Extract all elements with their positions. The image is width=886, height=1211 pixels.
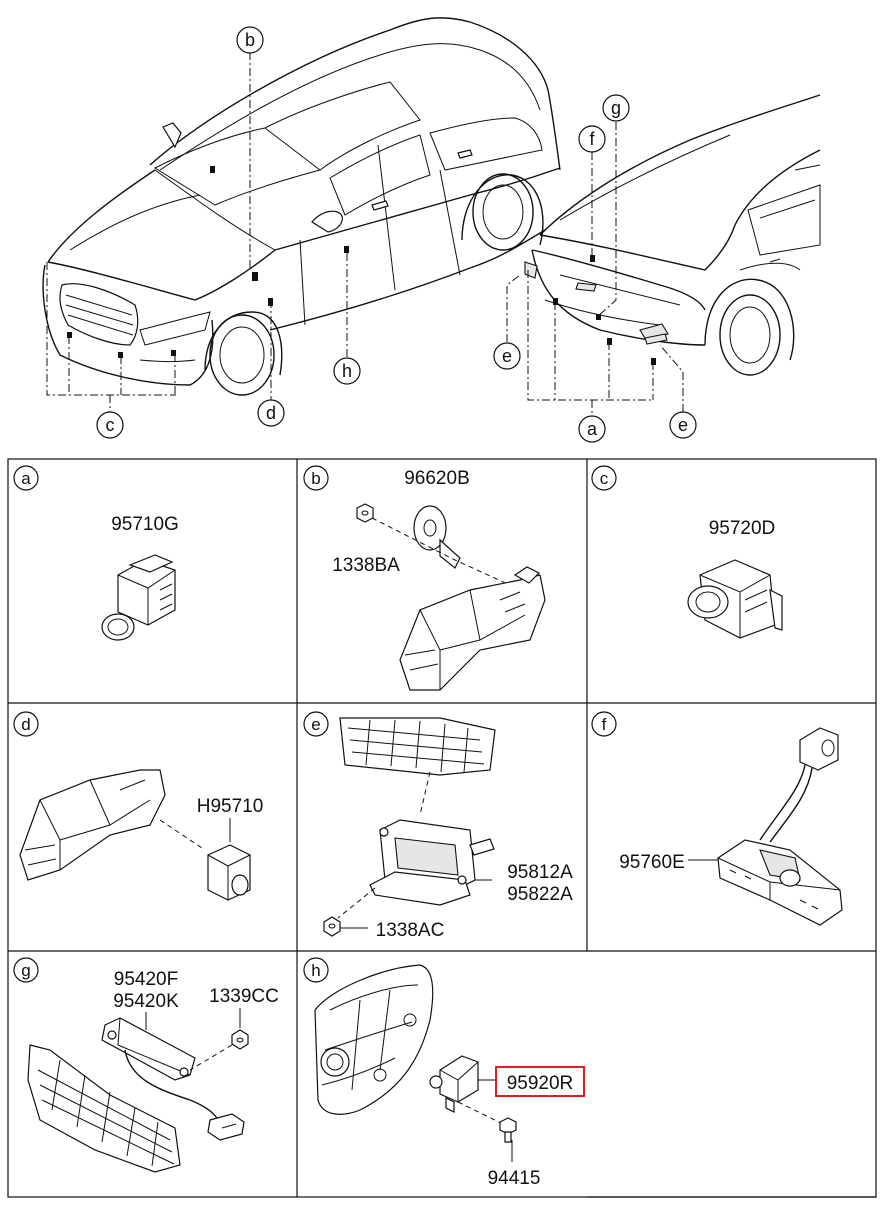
cell-c: c 95720D — [591, 465, 783, 639]
part-label-94415: 94415 — [488, 1168, 541, 1189]
callout-g: g — [611, 98, 621, 118]
part-label-1339CC: 1339CC — [209, 986, 279, 1007]
cell-letter-d: d — [21, 715, 30, 734]
grille-g-icon — [27, 1044, 181, 1173]
part-label-95720D: 95720D — [709, 518, 776, 539]
connector-g-icon — [207, 1113, 245, 1141]
highlight-box-95920R — [495, 1066, 585, 1097]
front-car-illustration — [42, 17, 561, 412]
horn-icon — [413, 505, 461, 569]
callout-f: f — [589, 129, 595, 149]
front-callouts: b c d h — [96, 26, 361, 439]
part-label-95822A: 95822A — [507, 884, 573, 905]
cell-letter-b: b — [311, 469, 320, 488]
part-label-95760E: 95760E — [619, 852, 685, 873]
nut-g-icon — [231, 1029, 249, 1050]
cell-g: g 95420F 95420K 1339CC — [13, 957, 279, 1173]
cell-letter-c: c — [600, 469, 609, 488]
callout-d: d — [266, 403, 276, 423]
crash-sensor-icon — [429, 1055, 479, 1113]
callout-e-left: e — [502, 346, 512, 366]
callout-b: b — [245, 30, 255, 50]
cell-h: h 95920R 94415 — [303, 957, 585, 1189]
cell-a: a 95710G — [13, 465, 179, 641]
rear-callouts: g f e a e — [493, 94, 697, 443]
part-label-H95710: H95710 — [197, 796, 264, 817]
part-label-95920R: 95920R — [507, 1073, 574, 1094]
part-label-95420K: 95420K — [113, 991, 179, 1012]
bracket-frame-d-icon — [19, 769, 166, 881]
part-label-95710G: 95710G — [111, 514, 179, 535]
bracket-frame-b-icon — [399, 566, 546, 691]
part-label-1338AC: 1338AC — [376, 920, 445, 941]
parking-sensor-c-icon — [687, 559, 783, 639]
cell-letter-a: a — [21, 469, 31, 488]
cell-f: f 95760E — [591, 711, 843, 926]
callout-e-right: e — [678, 415, 688, 435]
cell-letter-g: g — [21, 961, 30, 980]
sensor-module-d-icon — [207, 844, 251, 901]
callout-c: c — [106, 415, 115, 435]
part-label-1338BA: 1338BA — [332, 555, 400, 576]
camera-connector-icon — [799, 727, 839, 771]
antenna-module-icon — [101, 1017, 196, 1081]
parts-grid — [7, 458, 877, 1198]
grille-e-icon — [339, 717, 496, 776]
door-panel-icon — [314, 964, 434, 1115]
cell-d: d H95710 — [13, 711, 264, 901]
nut-icon — [356, 503, 374, 523]
rear-camera-icon — [717, 839, 843, 926]
nut-e-icon — [323, 916, 341, 937]
cell-letter-h: h — [311, 961, 320, 980]
radar-module-e-icon — [369, 819, 495, 906]
cell-b: b 96620B 1338BA — [303, 465, 546, 691]
cell-e: e 95812A 95822A 1338AC — [303, 711, 573, 941]
bolt-icon — [499, 1117, 517, 1143]
callout-a: a — [587, 419, 598, 439]
cell-letter-e: e — [311, 715, 320, 734]
parking-sensor-a-icon — [101, 554, 176, 641]
callout-h: h — [342, 361, 352, 381]
rear-car-illustration — [506, 94, 821, 416]
part-label-95812A: 95812A — [507, 862, 573, 883]
cell-letter-f: f — [602, 715, 607, 734]
part-label-95420F: 95420F — [114, 969, 178, 990]
part-label-96620B: 96620B — [404, 468, 470, 489]
